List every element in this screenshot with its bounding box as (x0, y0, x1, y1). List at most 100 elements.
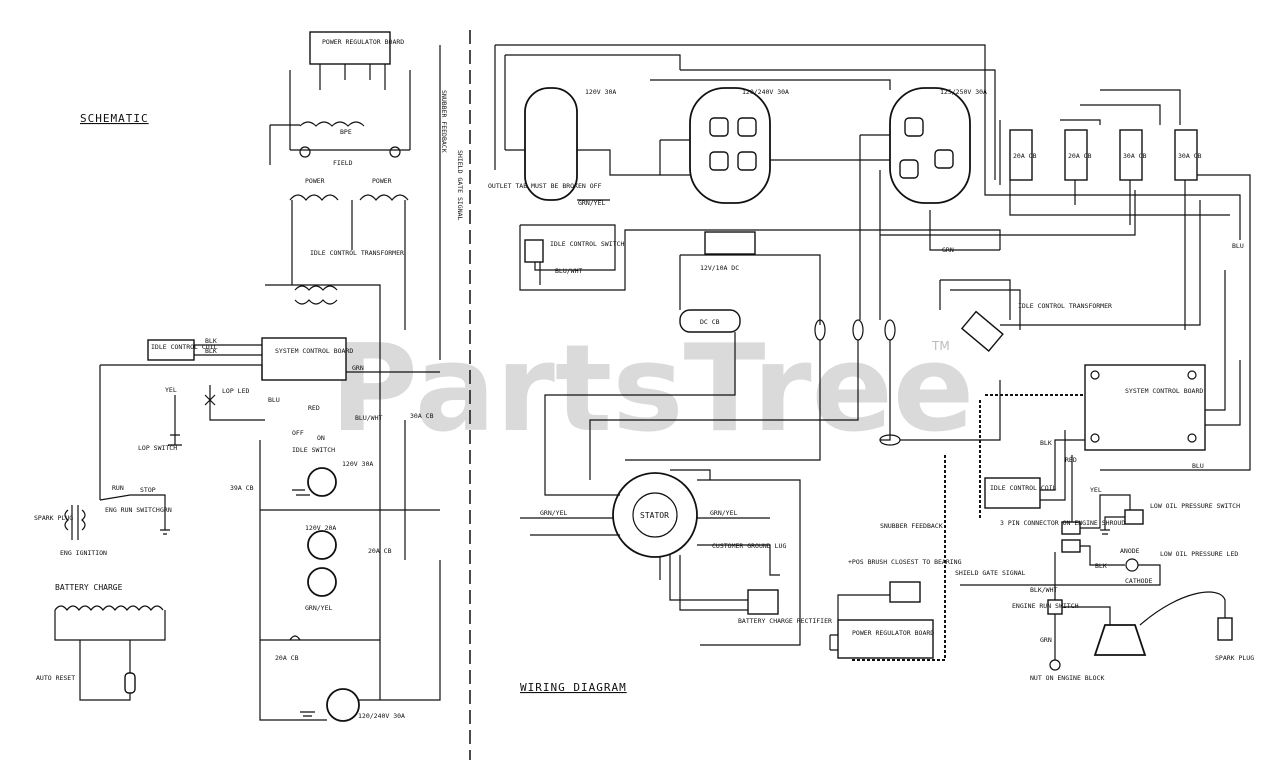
wiring-cb-30a-1-label: 30A CB (1123, 152, 1147, 160)
wiring-battery-rectifier (747, 589, 779, 615)
schem-receptacle-20a-1 (307, 530, 337, 560)
wiring-idle-transformer-label: IDLE CONTROL TRANSFORMER (1018, 302, 1112, 310)
wiring-brush-holder (889, 581, 921, 603)
schem-system-control-label: SYSTEM CONTROL BOARD (275, 347, 353, 355)
wiring-idle-switch-label: IDLE CONTROL SWITCH (550, 240, 624, 248)
schem-blk-2: BLK (205, 347, 217, 355)
schem-blu-wht-label: BLU/WHT (355, 414, 382, 422)
schem-snubber-feedback: SNUBBER FEEDBACK (440, 90, 448, 153)
wiring-cathode-label: CATHODE (1125, 577, 1152, 585)
wiring-dc-outlet (704, 231, 756, 255)
wiring-ignition-coil (1093, 624, 1147, 656)
schem-lop-led-label: LOP LED (222, 387, 249, 395)
wiring-3pin-label: 3 PIN CONNECTOR ON ENGINE SHROUD (1000, 519, 1125, 527)
wiring-125-250v-label: 125/250V 30A (940, 88, 987, 96)
wiring-power-regulator-label: POWER REGULATOR BOARD (852, 629, 934, 637)
wiring-engine-run-label: ENGINE RUN SWITCH (1012, 602, 1079, 610)
schem-receptacle-20a-2 (307, 567, 337, 597)
wiring-cb-20a-1 (1009, 129, 1033, 181)
schem-battery-charge-label: BATTERY CHARGE (55, 583, 123, 592)
wiring-blu-wht-label: BLU/WHT (555, 267, 582, 275)
schem-blu-label: BLU (268, 396, 280, 404)
wiring-blk-label-2: BLK (1095, 562, 1107, 570)
schem-power-label-1: POWER (305, 177, 325, 185)
schem-idle-coil-label: IDLE CONTROL COIL (151, 343, 218, 351)
wiring-shield-gate-label: SHIELD GATE SIGNAL (955, 569, 1026, 577)
wiring-idle-control-coil (984, 477, 1041, 509)
wiring-cb-20a-2-label: 20A CB (1068, 152, 1092, 160)
schem-receptacle-120-240v (326, 688, 360, 722)
wiring-grn-yel-label-2: GRN/YEL (540, 509, 567, 517)
schem-stop-label: STOP (140, 486, 156, 494)
wiring-stator (612, 472, 698, 558)
wiring-rectifier-label: BATTERY CHARGE RECTIFIER (738, 617, 832, 625)
wiring-spark-plug (1217, 617, 1233, 641)
wiring-anode-label: ANODE (1120, 547, 1140, 555)
schem-eng-run-switch-label: ENG RUN SWITCH (105, 506, 160, 514)
wiring-yel-label: YEL (1090, 486, 1102, 494)
schem-idle-transformer-label: IDLE CONTROL TRANSFORMER (310, 249, 404, 257)
wiring-12v-dc-label: 12V/10A DC (700, 264, 739, 272)
wiring-stator-label: STATOR (640, 511, 669, 520)
schematic-title: SCHEMATIC (80, 112, 149, 125)
watermark-tm: TM (931, 339, 950, 353)
wiring-receptacle-125-250v (889, 87, 971, 204)
wiring-cb-30a-1 (1119, 129, 1143, 181)
wiring-outlet-tab-label: OUTLET TAB MUST BE BROKEN OFF (488, 182, 602, 190)
wiring-snubber-label: SNUBBER FEEDBACK (880, 522, 943, 530)
wiring-blu-label-2: BLU (1192, 462, 1204, 470)
wiring-blk-label: BLK (1040, 439, 1052, 447)
schem-lop-switch-label: LOP SWITCH (138, 444, 177, 452)
schem-power-label-2: POWER (372, 177, 392, 185)
schem-shield-gate-signal: SHIELD GATE SIGNAL (456, 150, 464, 221)
wiring-system-control-board (1084, 364, 1206, 451)
wiring-red-label: RED (1065, 456, 1077, 464)
schem-idle-control-coil (147, 339, 195, 361)
wiring-cb-30a-2-label: 30A CB (1178, 152, 1202, 160)
wiring-grn-yel-label: GRN/YEL (578, 199, 605, 207)
schem-auto-reset-label: AUTO RESET (36, 674, 75, 682)
wiring-grn-label: GRN (942, 246, 954, 254)
wiring-nut-label: NUT ON ENGINE BLOCK (1030, 674, 1104, 682)
schem-30a-cb-label: 30A CB (410, 412, 434, 420)
schem-receptacle-120v-30a (307, 467, 337, 497)
wiring-low-oil-switch-label: LOW OIL PRESSURE SWITCH (1150, 502, 1240, 510)
schem-blk-1: BLK (205, 337, 217, 345)
schem-idle-switch-label: IDLE SWITCH (292, 446, 335, 454)
wiring-receptacle-120-240v (689, 87, 771, 204)
schem-yel-label: YEL (165, 386, 177, 394)
schem-eng-ignition-label: ENG IGNITION (60, 549, 107, 557)
schem-grn-label-2: GRN (160, 506, 172, 514)
wiring-idle-transformer (960, 310, 1004, 352)
schem-system-control-board (261, 337, 347, 381)
wiring-low-oil-switch (1124, 509, 1144, 525)
wiring-title: WIRING DIAGRAM (520, 681, 627, 694)
schem-grn-label: GRN (352, 364, 364, 372)
wiring-cb-20a-1-label: 20A CB (1013, 152, 1037, 160)
wiring-dc-cb (679, 309, 741, 333)
wiring-customer-ground-label: CUSTOMER GROUND LUG (712, 542, 786, 550)
wiring-pos-brush-label: +POS BRUSH CLOSEST TO BEARING (848, 558, 962, 566)
wiring-blu-label: BLU (1232, 242, 1244, 250)
schem-on-label: ON (317, 434, 325, 442)
schem-power-regulator-label: POWER REGULATOR BOARD (322, 38, 404, 46)
schem-spark-plug-label: SPARK PLUG (34, 514, 73, 522)
wiring-low-oil-led (1125, 558, 1139, 572)
schem-120-240v-label: 120/240V 30A (358, 712, 405, 720)
schem-field-label: FIELD (333, 159, 353, 167)
schem-120v20a-label: 120V 20A (305, 524, 336, 532)
wiring-spark-plug-label: SPARK PLUG (1215, 654, 1254, 662)
schem-39a-cb-label: 39A CB (230, 484, 254, 492)
schem-20a-cb-label-2: 20A CB (275, 654, 299, 662)
wiring-low-oil-led-label: LOW OIL PRESSURE LED (1160, 550, 1238, 558)
wiring-idle-coil-label: IDLE CONTROL COIL (990, 484, 1057, 492)
wiring-120-240v-label: 120/240V 30A (742, 88, 789, 96)
wiring-grn-yel-label-3: GRN/YEL (710, 509, 737, 517)
schem-off-label: OFF (292, 429, 304, 437)
schem-120v30a-label: 120V 30A (342, 460, 373, 468)
wiring-blk-wht-label: BLK/WHT (1030, 586, 1057, 594)
wiring-grn-label-2: GRN (1040, 636, 1052, 644)
schem-bpe-label: BPE (340, 128, 352, 136)
wiring-power-regulator-board (837, 619, 934, 659)
